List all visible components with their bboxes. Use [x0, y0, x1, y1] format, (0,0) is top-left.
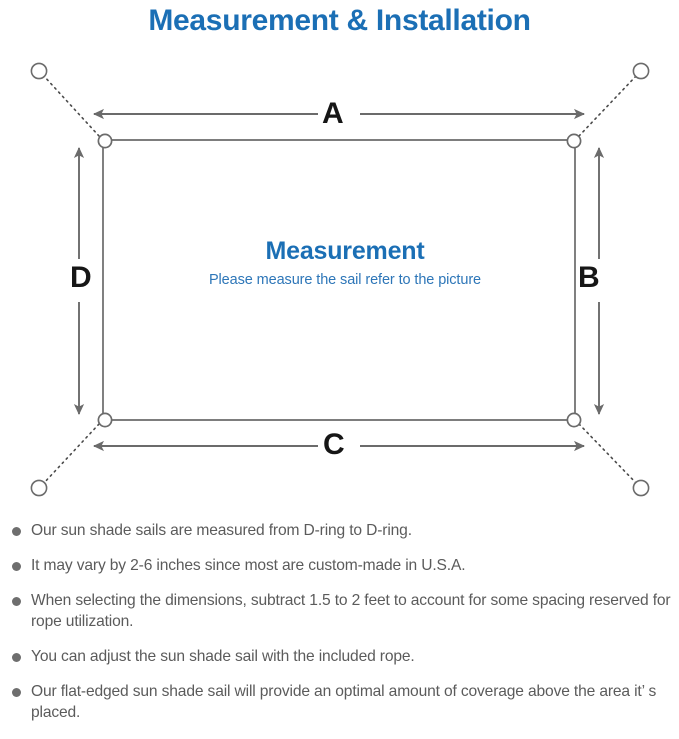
- d-ring-top-right: [566, 133, 582, 149]
- dimension-label-d: D: [70, 261, 92, 294]
- bullet-icon: [12, 597, 21, 606]
- sun-shade-sail-measurement-diagram: A B C D Measurement Please measure the s…: [0, 44, 679, 514]
- anchor-point-bottom-right: [632, 479, 650, 497]
- sail-center-label: Measurement Please measure the sail refe…: [110, 236, 580, 291]
- bullet-icon: [12, 527, 21, 536]
- list-item-text: When selecting the dimensions, subtract …: [31, 592, 671, 630]
- bullet-icon: [12, 562, 21, 571]
- anchor-point-top-right: [632, 62, 650, 80]
- dimension-label-b: B: [578, 261, 600, 294]
- dimension-label-a: A: [322, 97, 344, 130]
- list-item-text: You can adjust the sun shade sail with t…: [31, 648, 415, 665]
- bullet-icon: [12, 653, 21, 662]
- rope-top-left: [42, 74, 100, 137]
- list-item: Our sun shade sails are measured from D-…: [0, 520, 679, 541]
- list-item: You can adjust the sun shade sail with t…: [0, 646, 679, 667]
- page-title: Measurement & Installation: [148, 4, 531, 37]
- list-item-text: Our flat-edged sun shade sail will provi…: [31, 683, 657, 721]
- anchor-point-top-left: [30, 62, 48, 80]
- diagram-svg: [30, 62, 650, 497]
- list-item: When selecting the dimensions, subtract …: [0, 590, 679, 632]
- rope-bottom-left: [42, 423, 100, 485]
- d-ring-bottom-left: [97, 412, 113, 428]
- list-item-text: Our sun shade sails are measured from D-…: [31, 522, 412, 539]
- list-item: Our flat-edged sun shade sail will provi…: [0, 681, 679, 723]
- list-item-text: It may vary by 2-6 inches since most are…: [31, 557, 466, 574]
- rope-top-right: [578, 74, 638, 137]
- sail-rectangle: [102, 139, 576, 421]
- sail-label-subtitle: Please measure the sail refer to the pic…: [208, 272, 482, 288]
- d-ring-top-left: [97, 133, 113, 149]
- bullet-icon: [12, 688, 21, 697]
- rope-bottom-right: [578, 423, 638, 485]
- anchor-point-bottom-left: [30, 479, 48, 497]
- d-ring-bottom-right: [566, 412, 582, 428]
- dimension-label-c: C: [323, 428, 345, 461]
- list-item: It may vary by 2-6 inches since most are…: [0, 555, 679, 576]
- notes-list: Our sun shade sails are measured from D-…: [0, 520, 679, 737]
- sail-label-title: Measurement: [265, 237, 425, 265]
